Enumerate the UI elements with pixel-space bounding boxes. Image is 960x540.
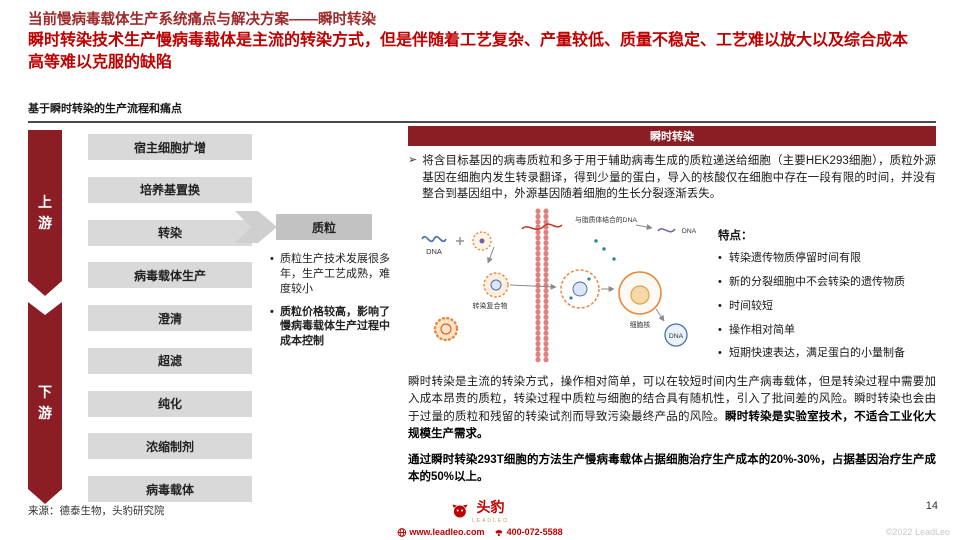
logo-subtext: LEADLEO: [471, 518, 510, 524]
features-title: 特点：: [718, 230, 753, 243]
source-note: 来源：德泰生物，头豹研究院: [28, 505, 165, 517]
feature-item: 新的分裂细胞中不会转染的遗传物质: [718, 275, 936, 290]
feature-item: 操作相对简单: [718, 323, 936, 338]
panel-paragraph: 瞬时转染是主流的转染方式，操作相对简单，可以在较短时间内生产病毒载体，但是转染过…: [408, 374, 936, 443]
transfection-diagram: DNA 转染复合物: [408, 205, 714, 372]
stage-downstream-label: 下游: [38, 384, 52, 421]
svg-text:与脂质体结合的DNA: 与脂质体结合的DNA: [575, 215, 637, 224]
stage-downstream: 下游: [28, 302, 62, 504]
step-ultrafiltration: 超滤: [88, 347, 252, 374]
globe-icon: [397, 527, 407, 537]
endosome-icon: [560, 269, 600, 309]
phone-number: 400-072-5588: [506, 527, 563, 537]
panel-header: 瞬时转染: [408, 126, 936, 146]
feature-item: 短期快速表达，满足蛋白的小量制备: [718, 346, 936, 361]
cell-icon: 细胞核: [618, 271, 662, 329]
step-viral-vector: 病毒载体: [88, 476, 252, 502]
flow-arrow: [487, 246, 495, 264]
transfection-diagram-svg: DNA 转染复合物: [421, 208, 697, 364]
dna-squiggle-icon: DNA: [421, 235, 447, 256]
svg-text:细胞核: 细胞核: [630, 320, 651, 329]
page-subtitle: 瞬时转染技术生产慢病毒载体是主流的转染方式，但是伴随着工艺复杂、产量较低、质量不…: [28, 32, 909, 72]
step-media-exchange: 培养基置换: [88, 176, 252, 203]
features-box: 特点： 转染遗传物质停留时间有限 新的分裂细胞中不会转染的遗传物质 时间较短 操…: [714, 205, 936, 372]
leadleo-logo-icon: [451, 504, 467, 518]
transient-transfection-panel: 瞬时转染 ➢ 将含目标基因的病毒质粒和多于用于辅助病毒生成的质粒递送给细胞（主要…: [408, 126, 936, 487]
panel-paragraph-bold: 通过瞬时转染293T细胞的方法生产慢病毒载体占据细胞治疗生产成本的20%-30%…: [408, 454, 936, 484]
arrow-bullet-icon: ➢: [408, 154, 418, 166]
svg-text:转染复合物: 转染复合物: [473, 301, 508, 310]
section-label: 基于瞬时转染的生产流程和痛点: [28, 100, 936, 123]
plasmid-bullets: 质粒生产技术发展很多年，生产工艺成熟，难度较小 质粒价格较高，影响了慢病毒载体生…: [270, 252, 394, 357]
plasmid-bullet: 质粒生产技术发展很多年，生产工艺成熟，难度较小: [270, 252, 394, 297]
phone-icon: [495, 529, 503, 536]
virus-particle-icon: [433, 316, 459, 342]
leadleo-logo-block: 头豹 LEADLEO www.leadleo.com 400-072-5588: [397, 497, 563, 537]
stage-upstream-label: 上游: [38, 194, 52, 231]
step-clarification: 澄清: [88, 305, 252, 331]
paragraph-normal: 瞬时转染是主流的转染方式，操作相对简单，可以在较短时间内生产病毒载体，但是转染过…: [408, 376, 936, 423]
website-link[interactable]: www.leadleo.com: [409, 527, 485, 537]
page-number: 14: [925, 500, 938, 512]
transfection-complex-icon: 转染复合物: [473, 272, 509, 310]
process-steps: 宿主细胞扩增 培养基置换 转染 病毒载体生产 澄清 超滤 纯化 浓缩制剂 病毒载…: [88, 134, 252, 502]
feature-item: 转染遗传物质停留时间有限: [718, 251, 936, 266]
flow-arrow: [509, 283, 557, 290]
dot: [594, 239, 598, 243]
feature-item: 时间较短: [718, 299, 936, 314]
svg-text:DNA: DNA: [682, 228, 697, 235]
liposome-icon: [472, 231, 492, 251]
step-transfection: 转染: [88, 219, 252, 246]
panel-intro-text: 将含目标基因的病毒质粒和多于用于辅助病毒生成的质粒递送给细胞（主要HEK293细…: [422, 155, 936, 201]
svg-text:DNA: DNA: [669, 333, 684, 340]
step-purification: 纯化: [88, 390, 252, 417]
svg-text:DNA: DNA: [426, 247, 442, 256]
copyright: ©2022 LeadLeo: [885, 527, 950, 537]
logo-text: 头豹: [476, 499, 505, 515]
paragraph-bold: 瞬时转染是实验室技术，不适合工业化大规模生产需求。: [408, 410, 937, 440]
phone-item: 400-072-5588: [495, 527, 563, 537]
step-vector-production: 病毒载体生产: [88, 262, 252, 289]
plasmid-callout: 质粒: [276, 214, 372, 240]
step-concentration: 浓缩制剂: [88, 433, 252, 460]
dna-top-right-icon: DNA: [657, 228, 697, 235]
stage-upstream: 上游: [28, 130, 62, 296]
flow-arrow: [655, 308, 665, 322]
dot: [612, 257, 616, 261]
features-list: 转染遗传物质停留时间有限 新的分裂细胞中不会转染的遗传物质 时间较短 操作相对简…: [718, 251, 936, 361]
step-host-cell-expansion: 宿主细胞扩增: [88, 134, 252, 160]
dot: [602, 247, 606, 251]
website-item: www.leadleo.com: [397, 527, 485, 537]
bound-dna-label: 与脂质体结合的DNA: [521, 215, 653, 231]
panel-intro: ➢ 将含目标基因的病毒质粒和多于用于辅助病毒生成的质粒递送给细胞（主要HEK29…: [408, 153, 936, 203]
dna-vesicle-icon: DNA: [664, 323, 688, 347]
plasmid-bullet: 质粒价格较高，影响了慢病毒载体生产过程中成本控制: [270, 305, 394, 350]
page-title: 当前慢病毒载体生产系统痛点与解决方案——瞬时转染: [28, 12, 376, 28]
